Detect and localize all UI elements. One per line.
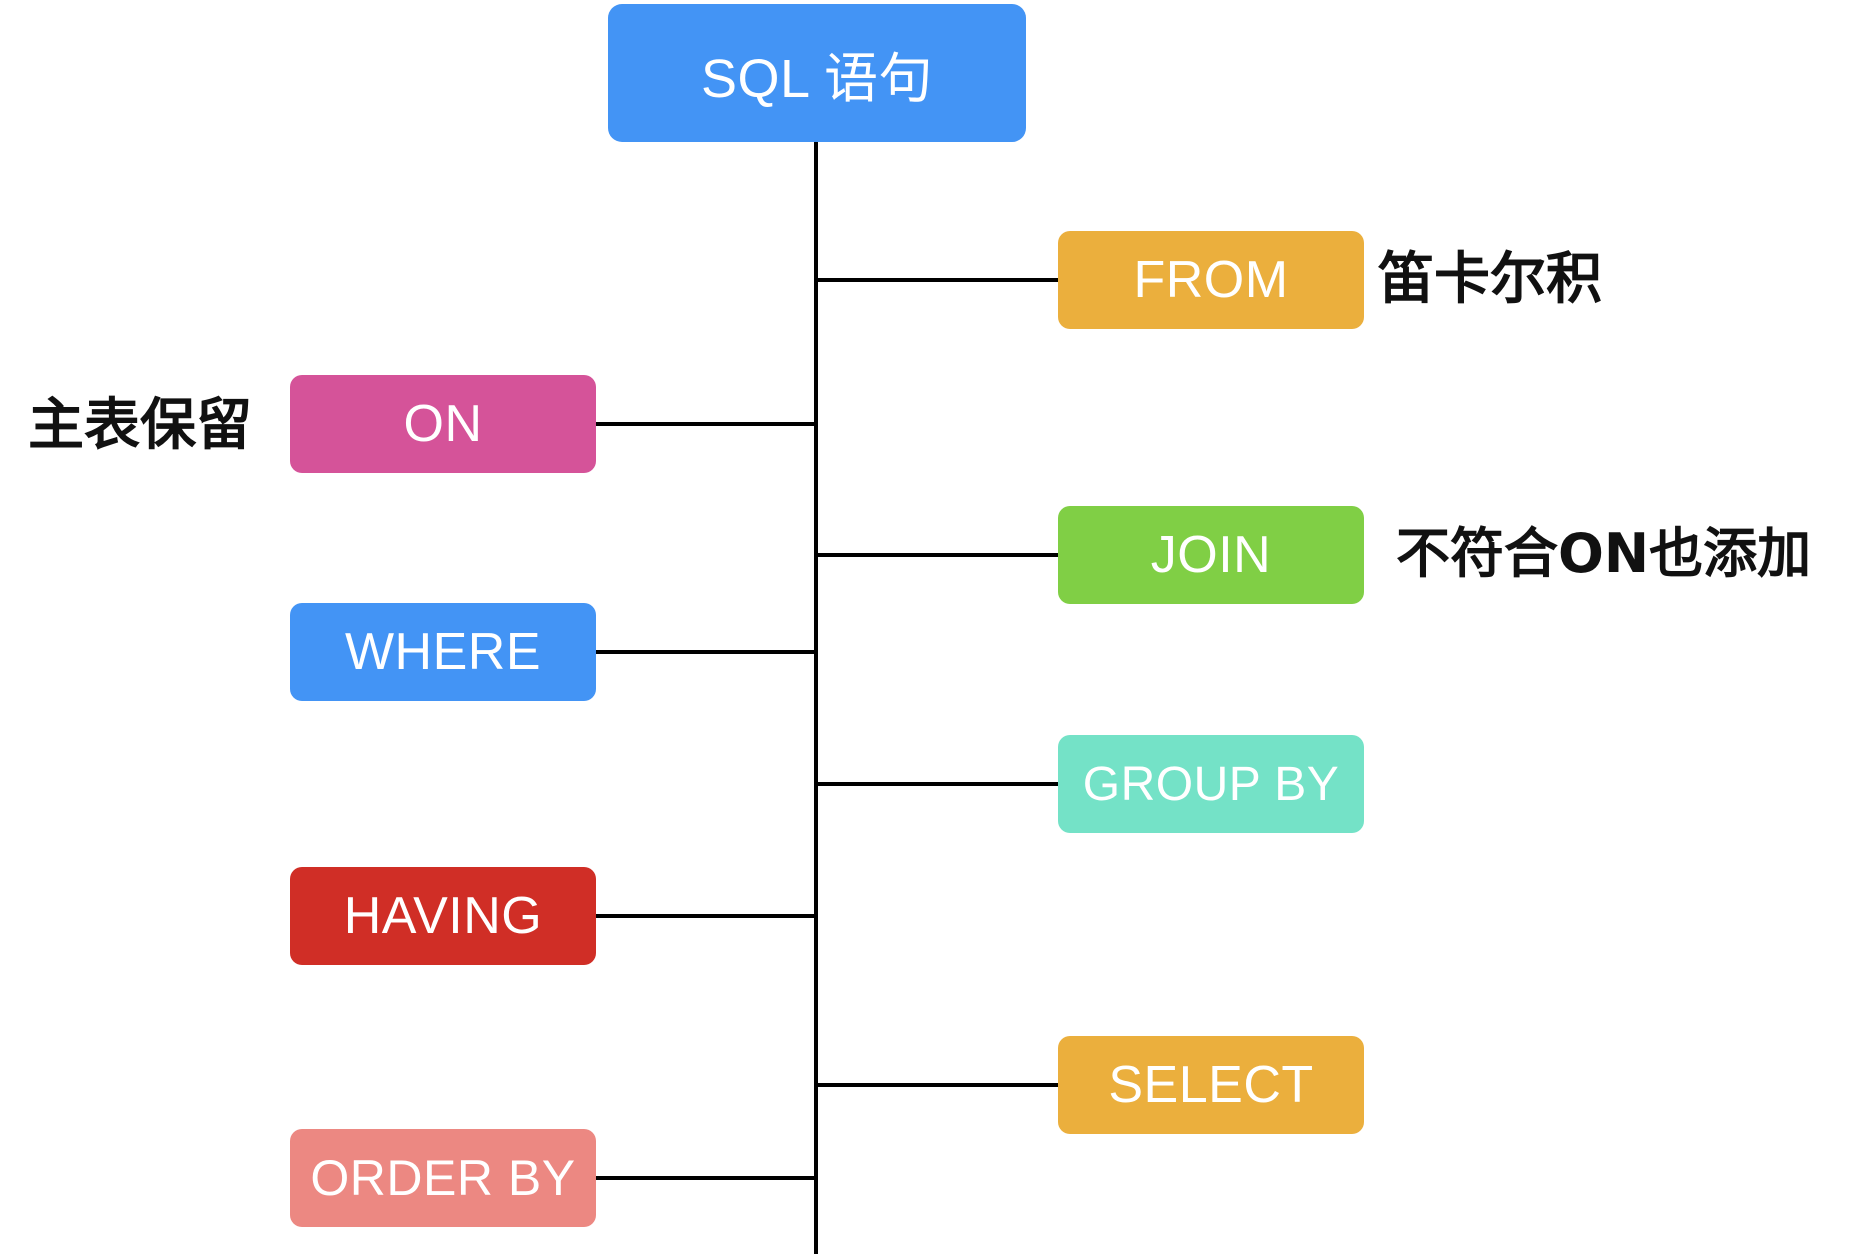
node-groupby: GROUP BY <box>1058 735 1364 833</box>
note-on: 主表保留 <box>28 393 252 458</box>
node-on: ON <box>290 375 596 473</box>
node-join: JOIN <box>1058 506 1364 604</box>
node-orderby: ORDER BY <box>290 1129 596 1227</box>
connector-select <box>818 1083 1058 1087</box>
trunk-line <box>814 142 818 1254</box>
root-node-label: SQL 语句 <box>700 48 934 109</box>
root-node: SQL 语句 <box>608 4 1026 142</box>
connector-groupby <box>818 782 1058 786</box>
connector-having <box>596 914 814 918</box>
node-from-label: FROM <box>1133 251 1289 309</box>
node-having-label: HAVING <box>343 887 543 945</box>
node-select-label: SELECT <box>1108 1056 1314 1114</box>
note-join: 不符合ON也添加 <box>1396 522 1812 585</box>
connector-orderby <box>596 1176 814 1180</box>
connector-join <box>818 553 1058 557</box>
connector-on <box>596 422 814 426</box>
note-from: 笛卡尔积 <box>1378 247 1602 312</box>
node-groupby-label: GROUP BY <box>1082 757 1340 811</box>
connector-from <box>818 278 1058 282</box>
node-from: FROM <box>1058 231 1364 329</box>
node-on-label: ON <box>403 395 483 453</box>
node-where-label: WHERE <box>344 623 542 681</box>
node-having: HAVING <box>290 867 596 965</box>
node-where: WHERE <box>290 603 596 701</box>
connector-where <box>596 650 814 654</box>
node-orderby-label: ORDER BY <box>310 1150 576 1206</box>
node-join-label: JOIN <box>1150 526 1272 584</box>
node-select: SELECT <box>1058 1036 1364 1134</box>
